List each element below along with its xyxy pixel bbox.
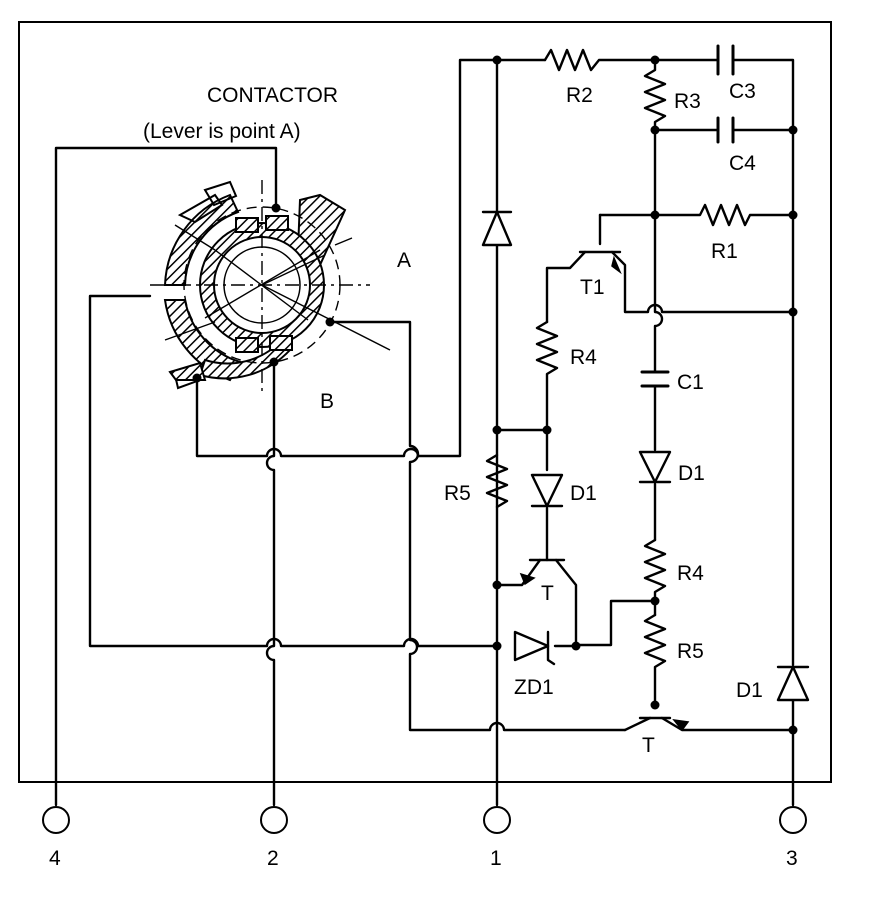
terminal-label-4: 4 (49, 847, 61, 870)
label-r4-right: R4 (677, 562, 704, 585)
point-a-label: A (397, 249, 411, 272)
labels: CONTACTOR (Lever is point A) A B R2 R3 C… (49, 80, 798, 870)
label-t-mid: T (541, 582, 554, 605)
contactor-drawing (150, 180, 391, 395)
label-c4: C4 (729, 152, 756, 175)
contactor-note: (Lever is point A) (143, 120, 301, 143)
label-r4-top: R4 (570, 346, 597, 369)
wiring (54, 48, 795, 807)
enclosure-outline (18, 21, 832, 783)
label-r5-left: R5 (444, 482, 471, 505)
label-t1: T1 (580, 276, 605, 299)
terminal-4 (42, 806, 70, 834)
terminal-label-3: 3 (786, 847, 798, 870)
label-zd1: ZD1 (514, 676, 554, 699)
label-c1: C1 (677, 371, 704, 394)
point-b-label: B (320, 390, 334, 413)
contactor-title: CONTACTOR (207, 84, 338, 107)
terminals (42, 806, 807, 834)
terminal-2 (260, 806, 288, 834)
label-d1-right: D1 (678, 462, 705, 485)
label-r3: R3 (674, 90, 701, 113)
terminal-3 (779, 806, 807, 834)
component-symbols (481, 44, 810, 732)
label-c3: C3 (729, 80, 756, 103)
terminal-label-2: 2 (267, 847, 279, 870)
junction-dots (192, 55, 798, 735)
terminal-label-1: 1 (490, 847, 502, 870)
terminal-1 (483, 806, 511, 834)
label-r2: R2 (566, 84, 593, 107)
diode-rail-up (481, 210, 513, 247)
label-r5-right: R5 (677, 640, 704, 663)
label-r1: R1 (711, 240, 738, 263)
label-t-bottom: T (642, 734, 655, 757)
label-d1-mid: D1 (570, 482, 597, 505)
label-d1-far: D1 (736, 679, 763, 702)
